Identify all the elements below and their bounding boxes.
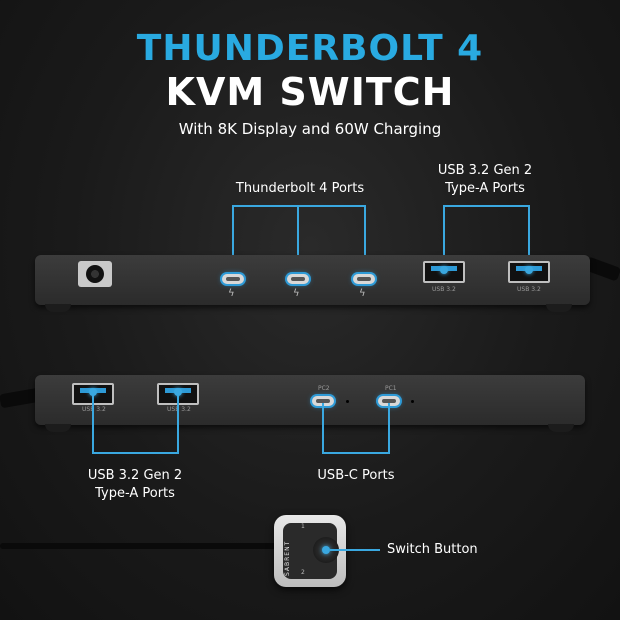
usb-top-bracket-left: [443, 205, 445, 269]
bottom-device-foot-left: [45, 424, 71, 432]
switch-cable: [0, 543, 280, 549]
usbc-bracket-right: [388, 403, 390, 453]
callout-dot: [322, 546, 330, 554]
usb-top-label-line2: Type-A Ports: [445, 181, 525, 196]
usb-bottom-label-line2: Type-A Ports: [95, 486, 175, 501]
thunderbolt-port-2: [287, 274, 309, 284]
brand-logo: SABRENT: [284, 540, 291, 576]
thunderbolt-port-3: [353, 274, 375, 284]
usb32-label: USB 3.2: [517, 286, 541, 293]
pc1-label: PC1: [385, 385, 397, 392]
usb-bottom-bracket-bottom: [92, 452, 179, 454]
page-title-line1: THUNDERBOLT 4: [136, 28, 484, 69]
usb-bottom-bracket-right: [177, 392, 179, 454]
usb-top-bracket-top: [443, 205, 530, 207]
usbc-bracket-bottom: [322, 452, 390, 454]
usbc-bracket-left: [322, 403, 324, 453]
usb-top-bracket-right: [528, 205, 530, 269]
callout-dot: [525, 266, 533, 274]
pc2-label: PC2: [318, 385, 330, 392]
tb4-bracket-left: [232, 205, 234, 277]
usb-c-port-icon: [378, 396, 400, 406]
thunderbolt-icon: ϟ: [228, 288, 235, 299]
tb4-bracket-top: [232, 205, 366, 207]
pc1-led: [411, 400, 414, 403]
switch-pos-2: 2: [301, 569, 305, 576]
tb4-ports-label: Thunderbolt 4 Ports: [235, 181, 365, 196]
top-device-foot-right: [546, 304, 572, 312]
usb-top-label-line1: USB 3.2 Gen 2: [437, 163, 533, 178]
thunderbolt-icon: ϟ: [293, 288, 300, 299]
top-device-foot-left: [45, 304, 71, 312]
switch-pos-1: 1: [301, 523, 305, 530]
thunderbolt-port-1: [222, 274, 244, 284]
page-title-line2: KVM SWITCH: [165, 70, 455, 114]
switch-button-label: Switch Button: [387, 542, 478, 557]
page-subtitle: With 8K Display and 60W Charging: [178, 120, 442, 138]
bottom-device-foot-right: [548, 424, 574, 432]
usbc-ports-label: USB-C Ports: [317, 468, 395, 483]
usb-bottom-label-line1: USB 3.2 Gen 2: [87, 468, 183, 483]
callout-dot: [440, 266, 448, 274]
usb-c-port-icon: [312, 396, 334, 406]
tb4-bracket-mid: [297, 205, 299, 277]
switch-callout-line: [330, 549, 380, 551]
thunderbolt-icon: ϟ: [359, 288, 366, 299]
pc2-led: [346, 400, 349, 403]
bottom-device-body: [35, 375, 585, 425]
top-device-body: [35, 255, 590, 305]
usb32-label: USB 3.2: [432, 286, 456, 293]
usb-bottom-bracket-left: [92, 392, 94, 454]
tb4-bracket-right: [364, 205, 366, 277]
dc-power-jack-icon: [78, 261, 112, 287]
